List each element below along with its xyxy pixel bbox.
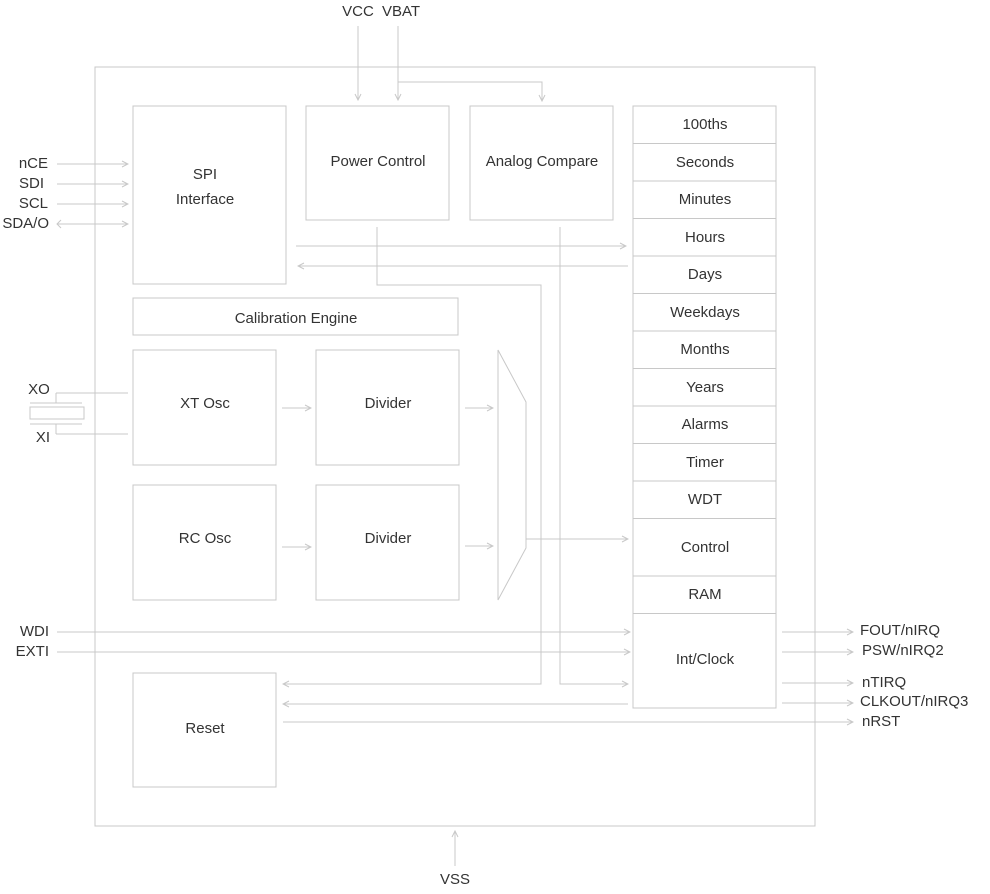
pin-wdi: WDI: [20, 623, 49, 640]
register-100ths: 100ths: [682, 116, 727, 133]
pin-nce: nCE: [19, 155, 48, 172]
chip-outline: [94, 66, 816, 827]
pin-xi: XI: [36, 429, 50, 446]
pin-ntirq: nTIRQ: [862, 674, 906, 691]
calibration-engine-block: Calibration Engine: [132, 297, 459, 336]
register-timer: Timer: [686, 454, 724, 471]
power-control-block: Power Control: [305, 105, 450, 221]
reset-label: Reset: [185, 720, 225, 737]
pin-fout: FOUT/nIRQ: [860, 622, 940, 639]
divider-xt-block: Divider: [315, 349, 460, 466]
register-int-clock: Int/Clock: [676, 651, 735, 668]
pin-xo: XO: [28, 381, 50, 398]
analog-compare-block: Analog Compare: [469, 105, 614, 221]
register-control: Control: [681, 539, 729, 556]
register-weekdays: Weekdays: [670, 304, 740, 321]
divider-rc-block: Divider: [315, 484, 460, 601]
pin-exti: EXTI: [16, 643, 49, 660]
power-control-label: Power Control: [330, 153, 425, 170]
vbat-to-compare-wire: [398, 81, 542, 101]
analog-compare-to-int-wire: [559, 227, 628, 684]
analog-compare-label: Analog Compare: [486, 153, 599, 170]
xt-osc-label: XT Osc: [180, 395, 230, 412]
divider-rc-label: Divider: [365, 530, 412, 547]
clock-mux: [497, 349, 527, 601]
pin-vcc: VCC: [342, 3, 374, 20]
spi-label-line1: SPI: [193, 166, 217, 183]
pin-sdao: SDA/O: [2, 215, 49, 232]
register-stack: 100ths Seconds Minutes Hours Days Weekda…: [632, 105, 777, 709]
register-months: Months: [680, 341, 729, 358]
pin-nrst: nRST: [862, 713, 900, 730]
power-control-to-reset-wire: [283, 227, 542, 684]
reset-block: Reset: [132, 672, 277, 788]
rc-osc-label: RC Osc: [179, 530, 232, 547]
register-days: Days: [688, 266, 722, 283]
xt-osc-block: XT Osc: [132, 349, 277, 466]
register-ram: RAM: [688, 586, 721, 603]
pin-vbat: VBAT: [382, 3, 420, 20]
crystal-icon: [29, 406, 85, 420]
spi-interface-block: SPI Interface: [132, 105, 287, 285]
sdao-bidir-arrow: [56, 219, 62, 229]
register-years: Years: [686, 379, 724, 396]
spi-label-line2: Interface: [176, 191, 234, 208]
pin-psw: PSW/nIRQ2: [862, 642, 944, 659]
register-hours: Hours: [685, 229, 725, 246]
pin-sdi: SDI: [19, 175, 44, 192]
pin-vss: VSS: [440, 871, 470, 888]
register-minutes: Minutes: [679, 191, 732, 208]
register-alarms: Alarms: [682, 416, 729, 433]
register-seconds: Seconds: [676, 154, 734, 171]
calibration-engine-label: Calibration Engine: [235, 310, 358, 327]
pin-clkout: CLKOUT/nIRQ3: [860, 693, 968, 710]
pin-scl: SCL: [19, 195, 48, 212]
rc-osc-block: RC Osc: [132, 484, 277, 601]
divider-xt-label: Divider: [365, 395, 412, 412]
register-wdt: WDT: [688, 491, 722, 508]
